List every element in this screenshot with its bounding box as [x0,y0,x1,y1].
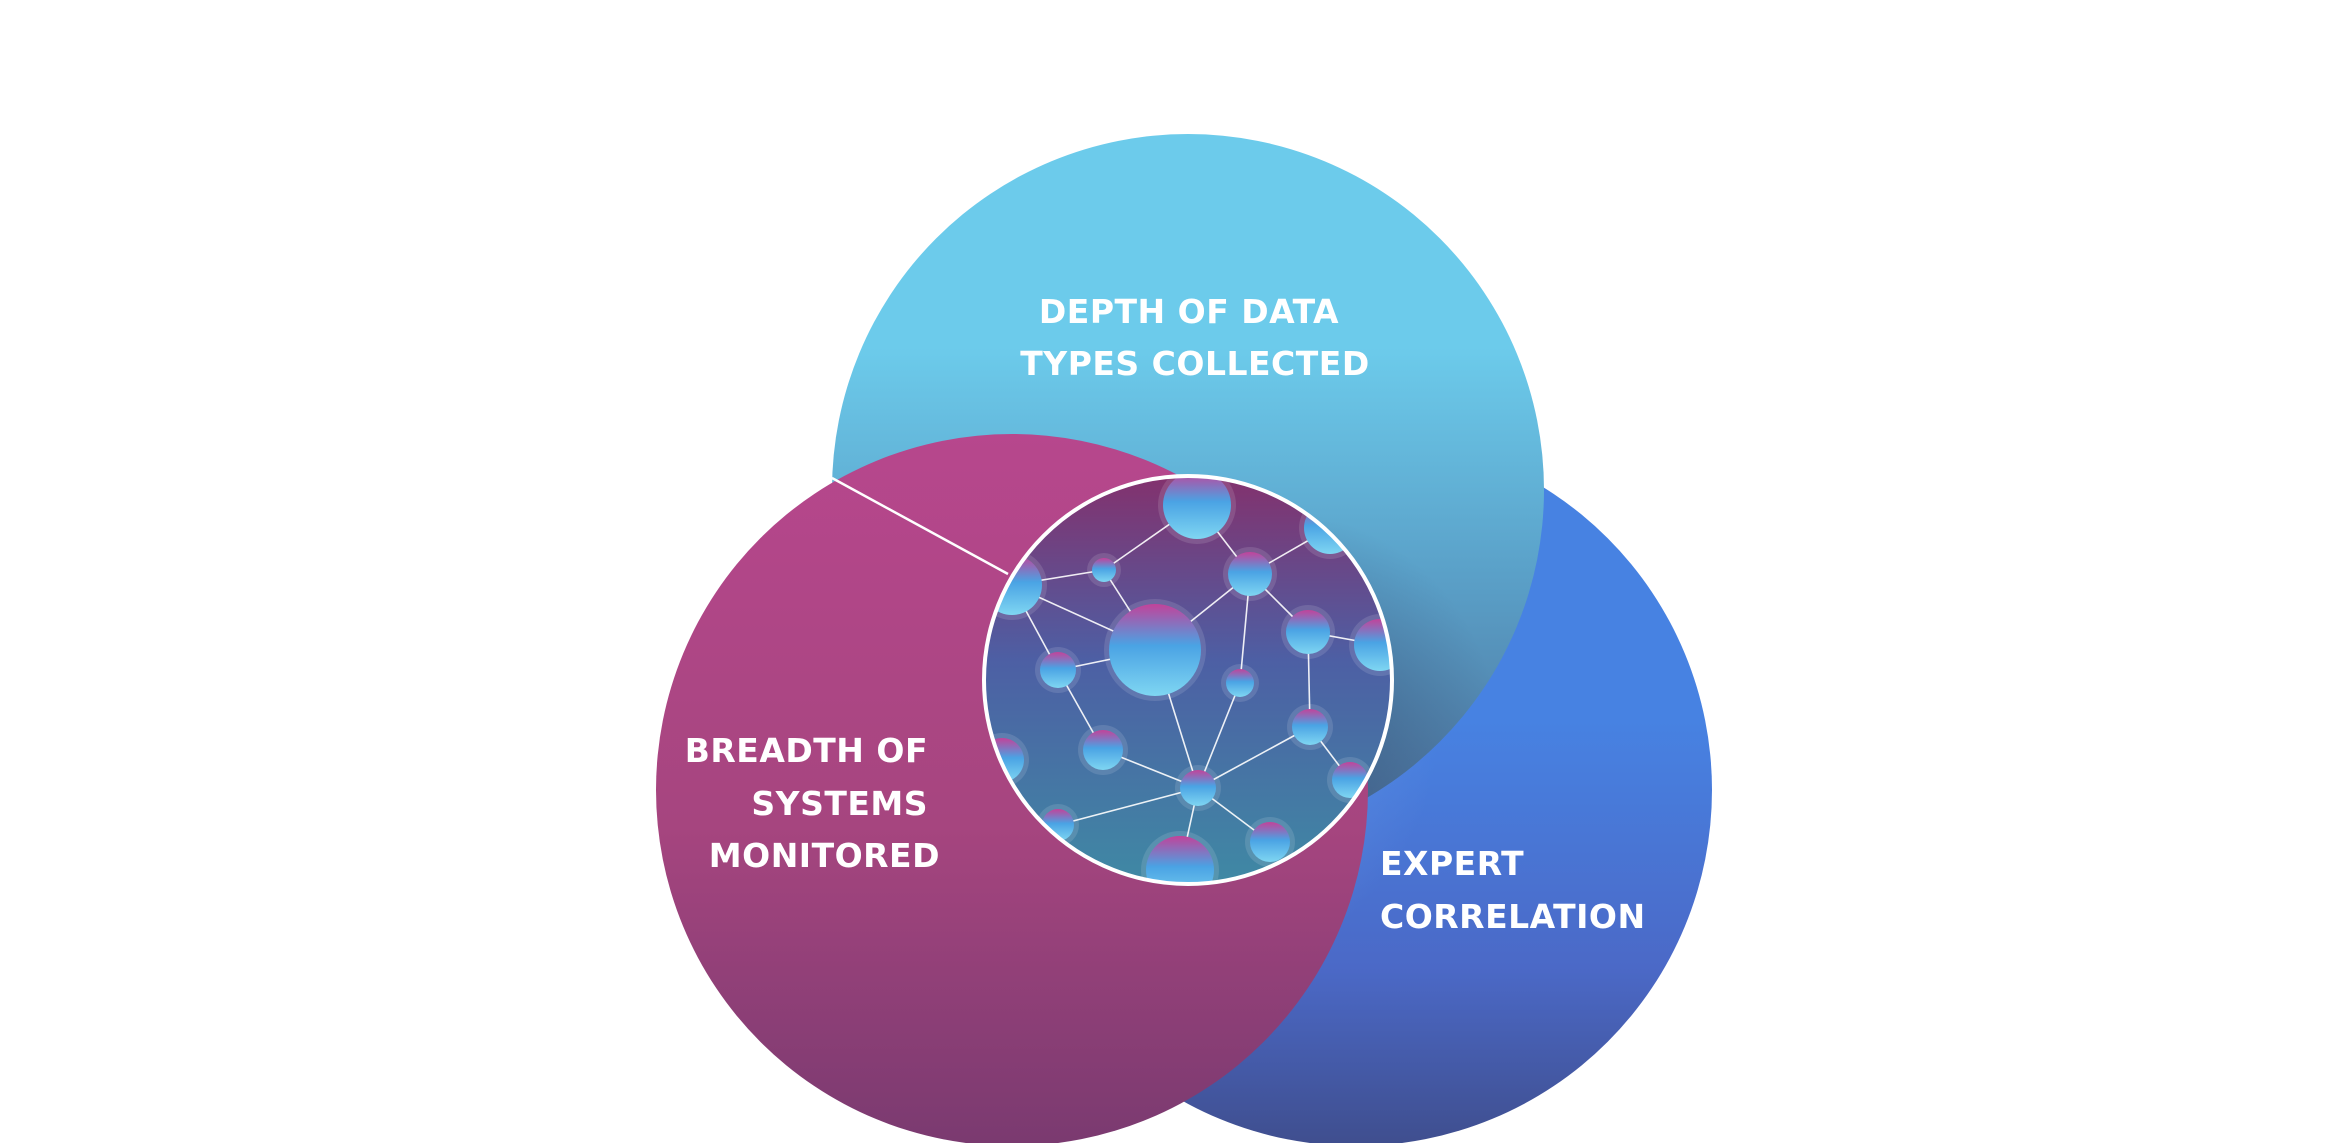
network-node [1292,709,1328,745]
network-node [1286,610,1330,654]
network-edge [1057,787,1199,826]
network-node [1040,652,1076,688]
label-line: BREADTH OF [685,731,928,770]
label-line: SYSTEMS [751,784,928,823]
label-line: CORRELATION [1380,897,1646,936]
label-line: MONITORED [709,836,940,875]
label-expert-correlation: EXPERT CORRELATION [1380,844,1646,936]
divider-line [831,476,1009,576]
label-line: EXPERT [1380,844,1524,883]
network-node [1083,730,1123,770]
network-node [1180,770,1216,806]
network-edge [1197,726,1311,789]
network-node [1354,619,1392,671]
label-breadth-of-systems: BREADTH OF SYSTEMS MONITORED [685,731,940,875]
label-line: TYPES COLLECTED [1020,344,1369,383]
network-node [1109,604,1201,696]
network-node [1226,669,1254,697]
network-edge [1197,682,1241,789]
label-depth-of-data: DEPTH OF DATA TYPES COLLECTED [1020,292,1369,383]
network-node [1250,822,1290,862]
label-line: DEPTH OF DATA [1039,292,1339,331]
network-node [1092,558,1116,582]
network-node [1228,552,1272,596]
network-node [1146,836,1214,884]
network-node [1163,476,1231,539]
